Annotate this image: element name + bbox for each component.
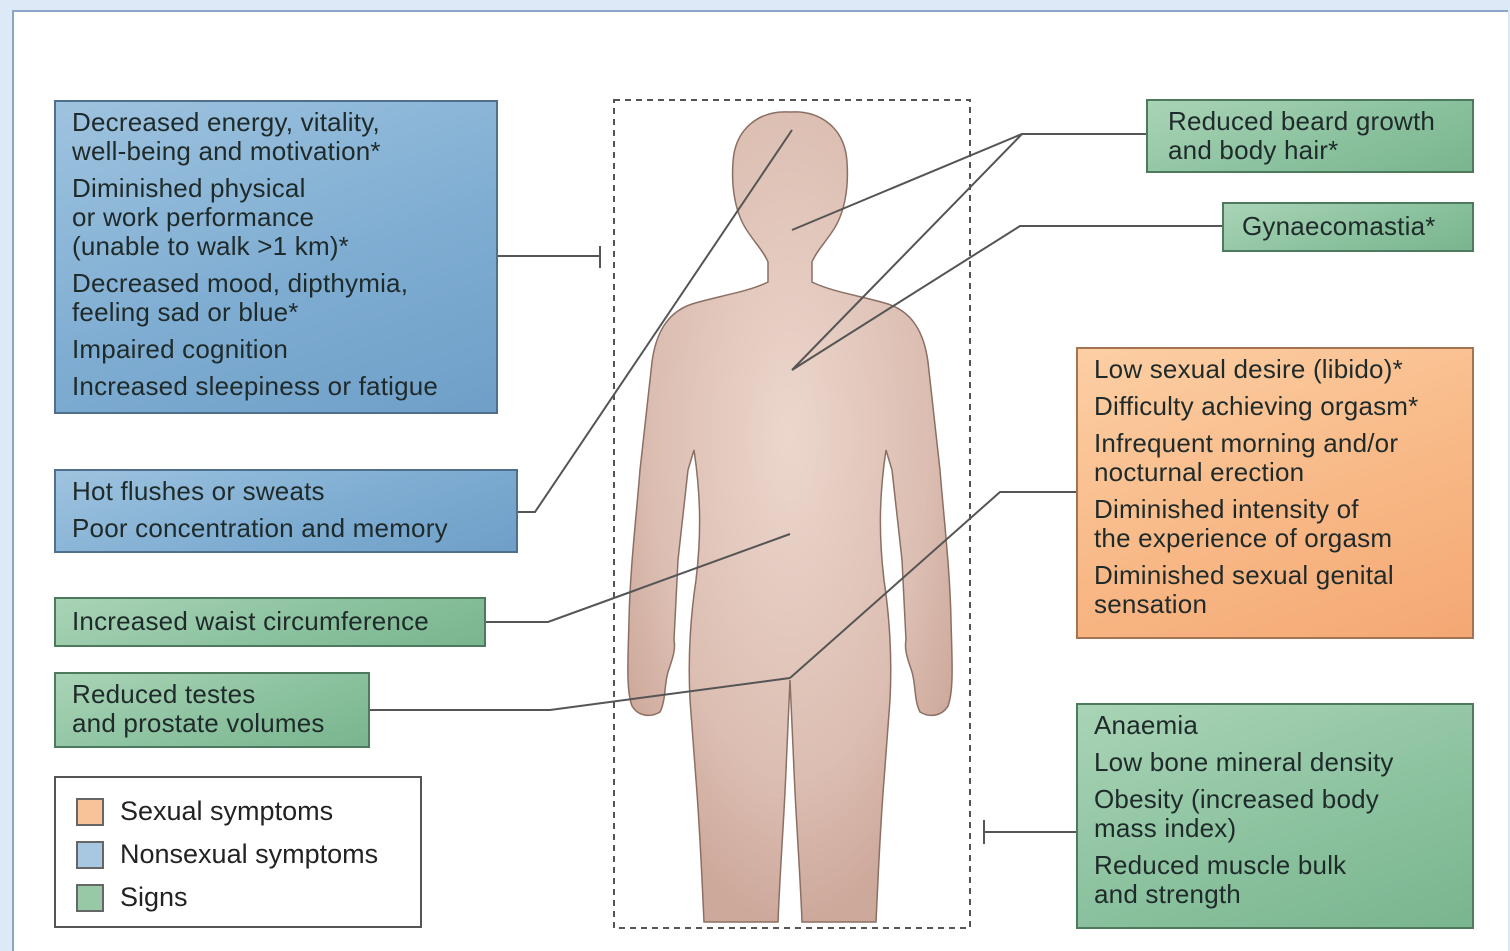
legend-swatch-signs [76,884,104,912]
sign-waist: Increased waist circumference [72,607,470,636]
symptom-physical-performance: Diminished physical or work performance … [72,174,482,261]
sign-muscle: Reduced muscle bulk and strength [1094,851,1458,909]
legend-item-nonsexual: Nonsexual symptoms [76,833,420,876]
legend-item-sexual: Sexual symptoms [76,790,420,833]
legend-item-signs: Signs [76,876,420,919]
waist-sign-box: Increased waist circumference [54,597,486,647]
legend-label-signs: Signs [120,882,188,913]
nonsexual-symptoms-box: Decreased energy, vitality, well-being a… [54,100,498,414]
symptom-genital-sensation: Diminished sexual genital sensation [1094,561,1458,619]
beard-sign-box: Reduced beard growth and body hair* [1146,99,1474,173]
sign-anaemia: Anaemia [1094,711,1458,740]
other-signs-box: Anaemia Low bone mineral density Obesity… [1076,703,1474,929]
symptom-sleepiness: Increased sleepiness or fatigue [72,372,482,401]
legend-swatch-sexual [76,798,104,826]
testes-sign-box: Reduced testes and prostate volumes [54,672,370,748]
symptom-libido: Low sexual desire (libido)* [1094,355,1458,384]
symptom-cognition: Impaired cognition [72,335,482,364]
symptom-concentration: Poor concentration and memory [72,514,502,543]
human-silhouette [628,112,952,922]
nonsexual-secondary-box: Hot flushes or sweats Poor concentration… [54,469,518,553]
symptom-erection: Infrequent morning and/or nocturnal erec… [1094,429,1458,487]
symptom-energy: Decreased energy, vitality, well-being a… [72,108,482,166]
symptom-hot-flushes: Hot flushes or sweats [72,477,502,506]
gynaecomastia-sign-box: Gynaecomastia* [1222,202,1474,252]
legend: Sexual symptoms Nonsexual symptoms Signs [54,776,422,928]
sign-gynaecomastia: Gynaecomastia* [1242,212,1458,241]
sign-beard: Reduced beard growth and body hair* [1168,107,1458,165]
symptom-orgasm-intensity: Diminished intensity of the experience o… [1094,495,1458,553]
legend-label-nonsexual: Nonsexual symptoms [120,839,378,870]
sign-bone-density: Low bone mineral density [1094,748,1458,777]
legend-label-sexual: Sexual symptoms [120,796,333,827]
symptom-mood: Decreased mood, dipthymia, feeling sad o… [72,269,482,327]
sign-obesity: Obesity (increased body mass index) [1094,785,1458,843]
symptom-orgasm-difficulty: Difficulty achieving orgasm* [1094,392,1458,421]
sign-testes: Reduced testes and prostate volumes [72,680,354,738]
sexual-symptoms-box: Low sexual desire (libido)* Difficulty a… [1076,347,1474,639]
legend-swatch-nonsexual [76,841,104,869]
